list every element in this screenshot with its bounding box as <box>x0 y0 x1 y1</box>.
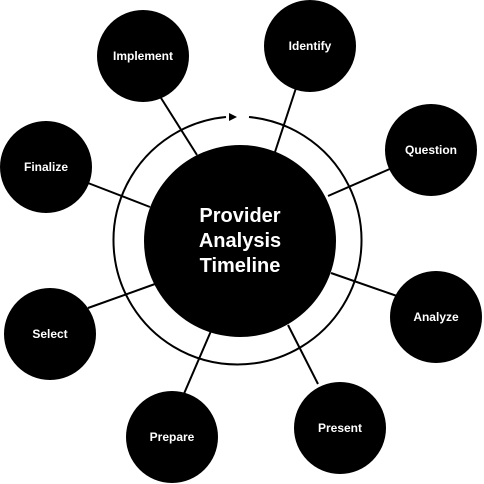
node-label-select: Select <box>32 327 67 341</box>
connector-finalize <box>87 182 151 208</box>
connector-identify <box>274 87 297 153</box>
node-prepare: Prepare <box>126 391 218 483</box>
center-title-line-1: Provider <box>199 205 280 227</box>
connector-analyze <box>330 272 398 297</box>
connector-question <box>327 167 393 197</box>
node-label-finalize: Finalize <box>24 160 68 174</box>
connectors <box>87 87 398 397</box>
center-hub: Provider Analysis Timeline <box>144 145 336 337</box>
node-label-identify: Identify <box>289 39 332 53</box>
connector-prepare <box>182 330 212 397</box>
center-title-line-3: Timeline <box>200 255 281 277</box>
node-implement: Implement <box>97 10 189 102</box>
center-circle <box>144 145 336 337</box>
connector-present <box>287 324 319 385</box>
node-question: Question <box>385 104 477 196</box>
node-label-implement: Implement <box>113 49 173 63</box>
node-label-question: Question <box>405 143 457 157</box>
ring-arc <box>112 116 363 366</box>
node-present: Present <box>294 382 386 474</box>
center-title-line-2: Analysis <box>199 230 281 252</box>
node-label-analyze: Analyze <box>413 310 459 324</box>
clockwise-arrow-icon <box>229 113 237 121</box>
node-finalize: Finalize <box>0 121 92 213</box>
cycle-ring <box>112 113 363 366</box>
node-analyze: Analyze <box>390 271 482 363</box>
node-select: Select <box>4 288 96 380</box>
node-identify: Identify <box>264 0 356 92</box>
node-label-present: Present <box>318 421 362 435</box>
connector-implement <box>160 97 198 156</box>
node-label-prepare: Prepare <box>150 430 195 444</box>
connector-select <box>87 283 156 309</box>
